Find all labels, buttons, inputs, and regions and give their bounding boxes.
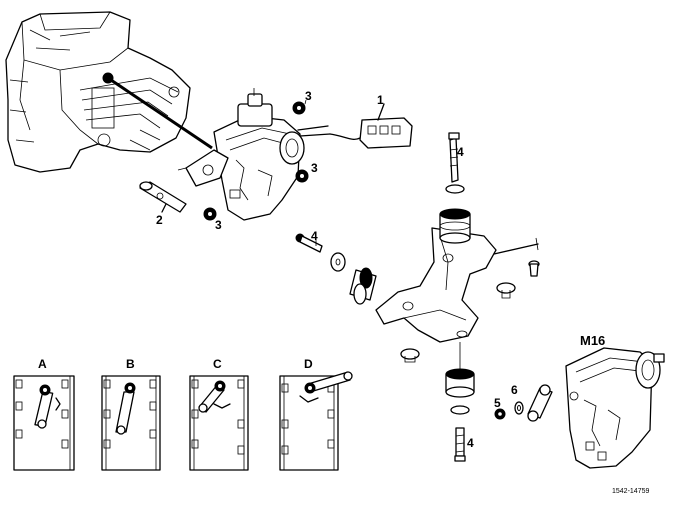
- view-c: [189, 375, 249, 471]
- engine-block: [5, 11, 191, 173]
- view-label-a: A: [38, 357, 47, 371]
- component-label-m16: M16: [580, 333, 605, 348]
- view-a: [13, 375, 75, 471]
- nut-5: [494, 408, 506, 420]
- callout-2: 2: [156, 213, 163, 227]
- linkage-rod: [139, 181, 187, 213]
- callout-3-upper: 3: [305, 89, 312, 103]
- callout-6: 6: [511, 383, 518, 397]
- reference-code: 1542-14759: [612, 488, 649, 495]
- left-mount-stack: [295, 233, 377, 305]
- mounting-bracket: [375, 227, 539, 343]
- view-d: [279, 371, 353, 471]
- lower-mount-stack: [445, 342, 475, 462]
- nut-3-upper: [292, 99, 307, 115]
- view-label-d: D: [304, 357, 313, 371]
- actuator-assembly: [177, 88, 331, 221]
- wiring-harness: [329, 103, 413, 149]
- leader-shaft: [107, 76, 213, 150]
- upper-mount-stack: [439, 132, 471, 244]
- callout-3-lower: 3: [215, 218, 222, 232]
- washer-lower-left: [400, 348, 420, 363]
- callout-1: 1: [377, 93, 384, 107]
- view-label-c: C: [213, 357, 222, 371]
- view-label-b: B: [126, 357, 135, 371]
- washer-6: [514, 401, 524, 415]
- m16-actuator: [565, 347, 665, 469]
- view-b: [101, 375, 161, 471]
- nut-3-right: [295, 169, 309, 183]
- callout-4-upper: 4: [457, 145, 464, 159]
- callout-3-right: 3: [311, 161, 318, 175]
- callout-4-left: 4: [311, 229, 318, 243]
- callout-4-lower: 4: [467, 436, 474, 450]
- washer-right: [496, 282, 516, 299]
- callout-5: 5: [494, 396, 501, 410]
- nut-3-lower: [203, 207, 217, 221]
- linkage-arm: [527, 384, 553, 422]
- stud-right: [528, 260, 540, 277]
